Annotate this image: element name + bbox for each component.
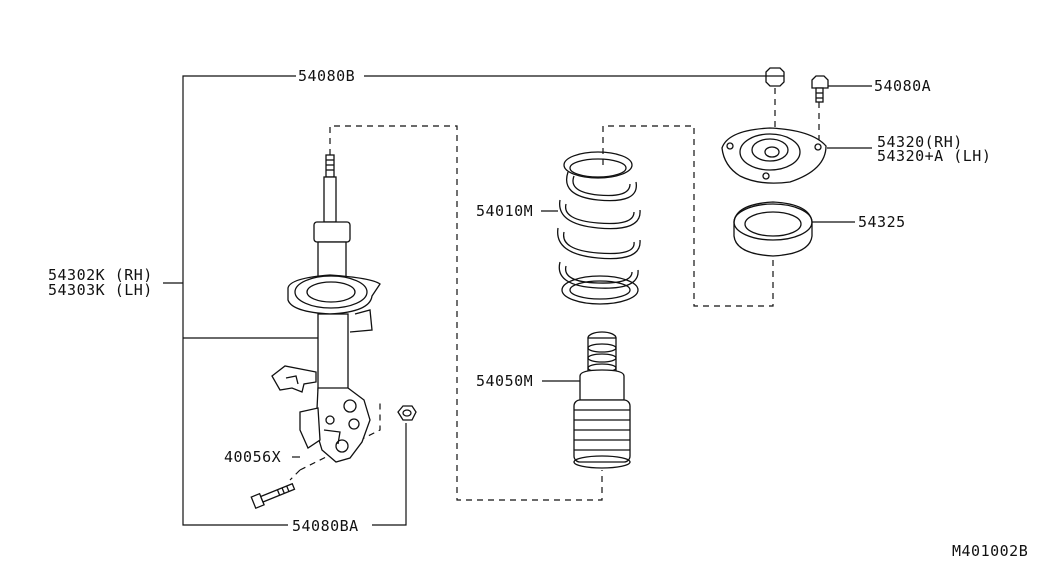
- figure-id-label: M401002B: [952, 542, 1028, 560]
- bolt-54080a: [811, 75, 829, 103]
- label-40056x: 40056X: [224, 448, 281, 466]
- label-54325: 54325: [858, 213, 906, 231]
- label-54080ba: 54080BA: [292, 517, 359, 535]
- nut-54080b: [765, 67, 785, 87]
- strut-assembly: [271, 154, 381, 463]
- label-54010m: 54010M: [476, 202, 533, 220]
- label-54080b: 54080B: [298, 67, 355, 85]
- bearing-54325: [733, 201, 813, 257]
- label-54050m: 54050M: [476, 372, 533, 390]
- nut-54080ba: [397, 405, 417, 421]
- strut-mount-54320: [721, 127, 827, 184]
- label-54080a: 54080A: [874, 77, 931, 95]
- leader-lines: [163, 75, 872, 526]
- label-54320-rh: 54320(RH): [877, 133, 963, 151]
- label-54320-lh: 54320+A (LH): [877, 147, 991, 165]
- bump-stop-54050m: [573, 331, 631, 469]
- part-labels: 54080B 54080A 54320(RH) 54320+A (LH) 540…: [48, 67, 1028, 560]
- assembly-dashed-lines: [289, 88, 820, 501]
- label-54303k-lh: 54303K (LH): [48, 281, 153, 299]
- coil-spring-54010m: [557, 151, 641, 305]
- bolt-40056x: [250, 482, 296, 510]
- label-54302k-rh: 54302K (RH): [48, 266, 153, 284]
